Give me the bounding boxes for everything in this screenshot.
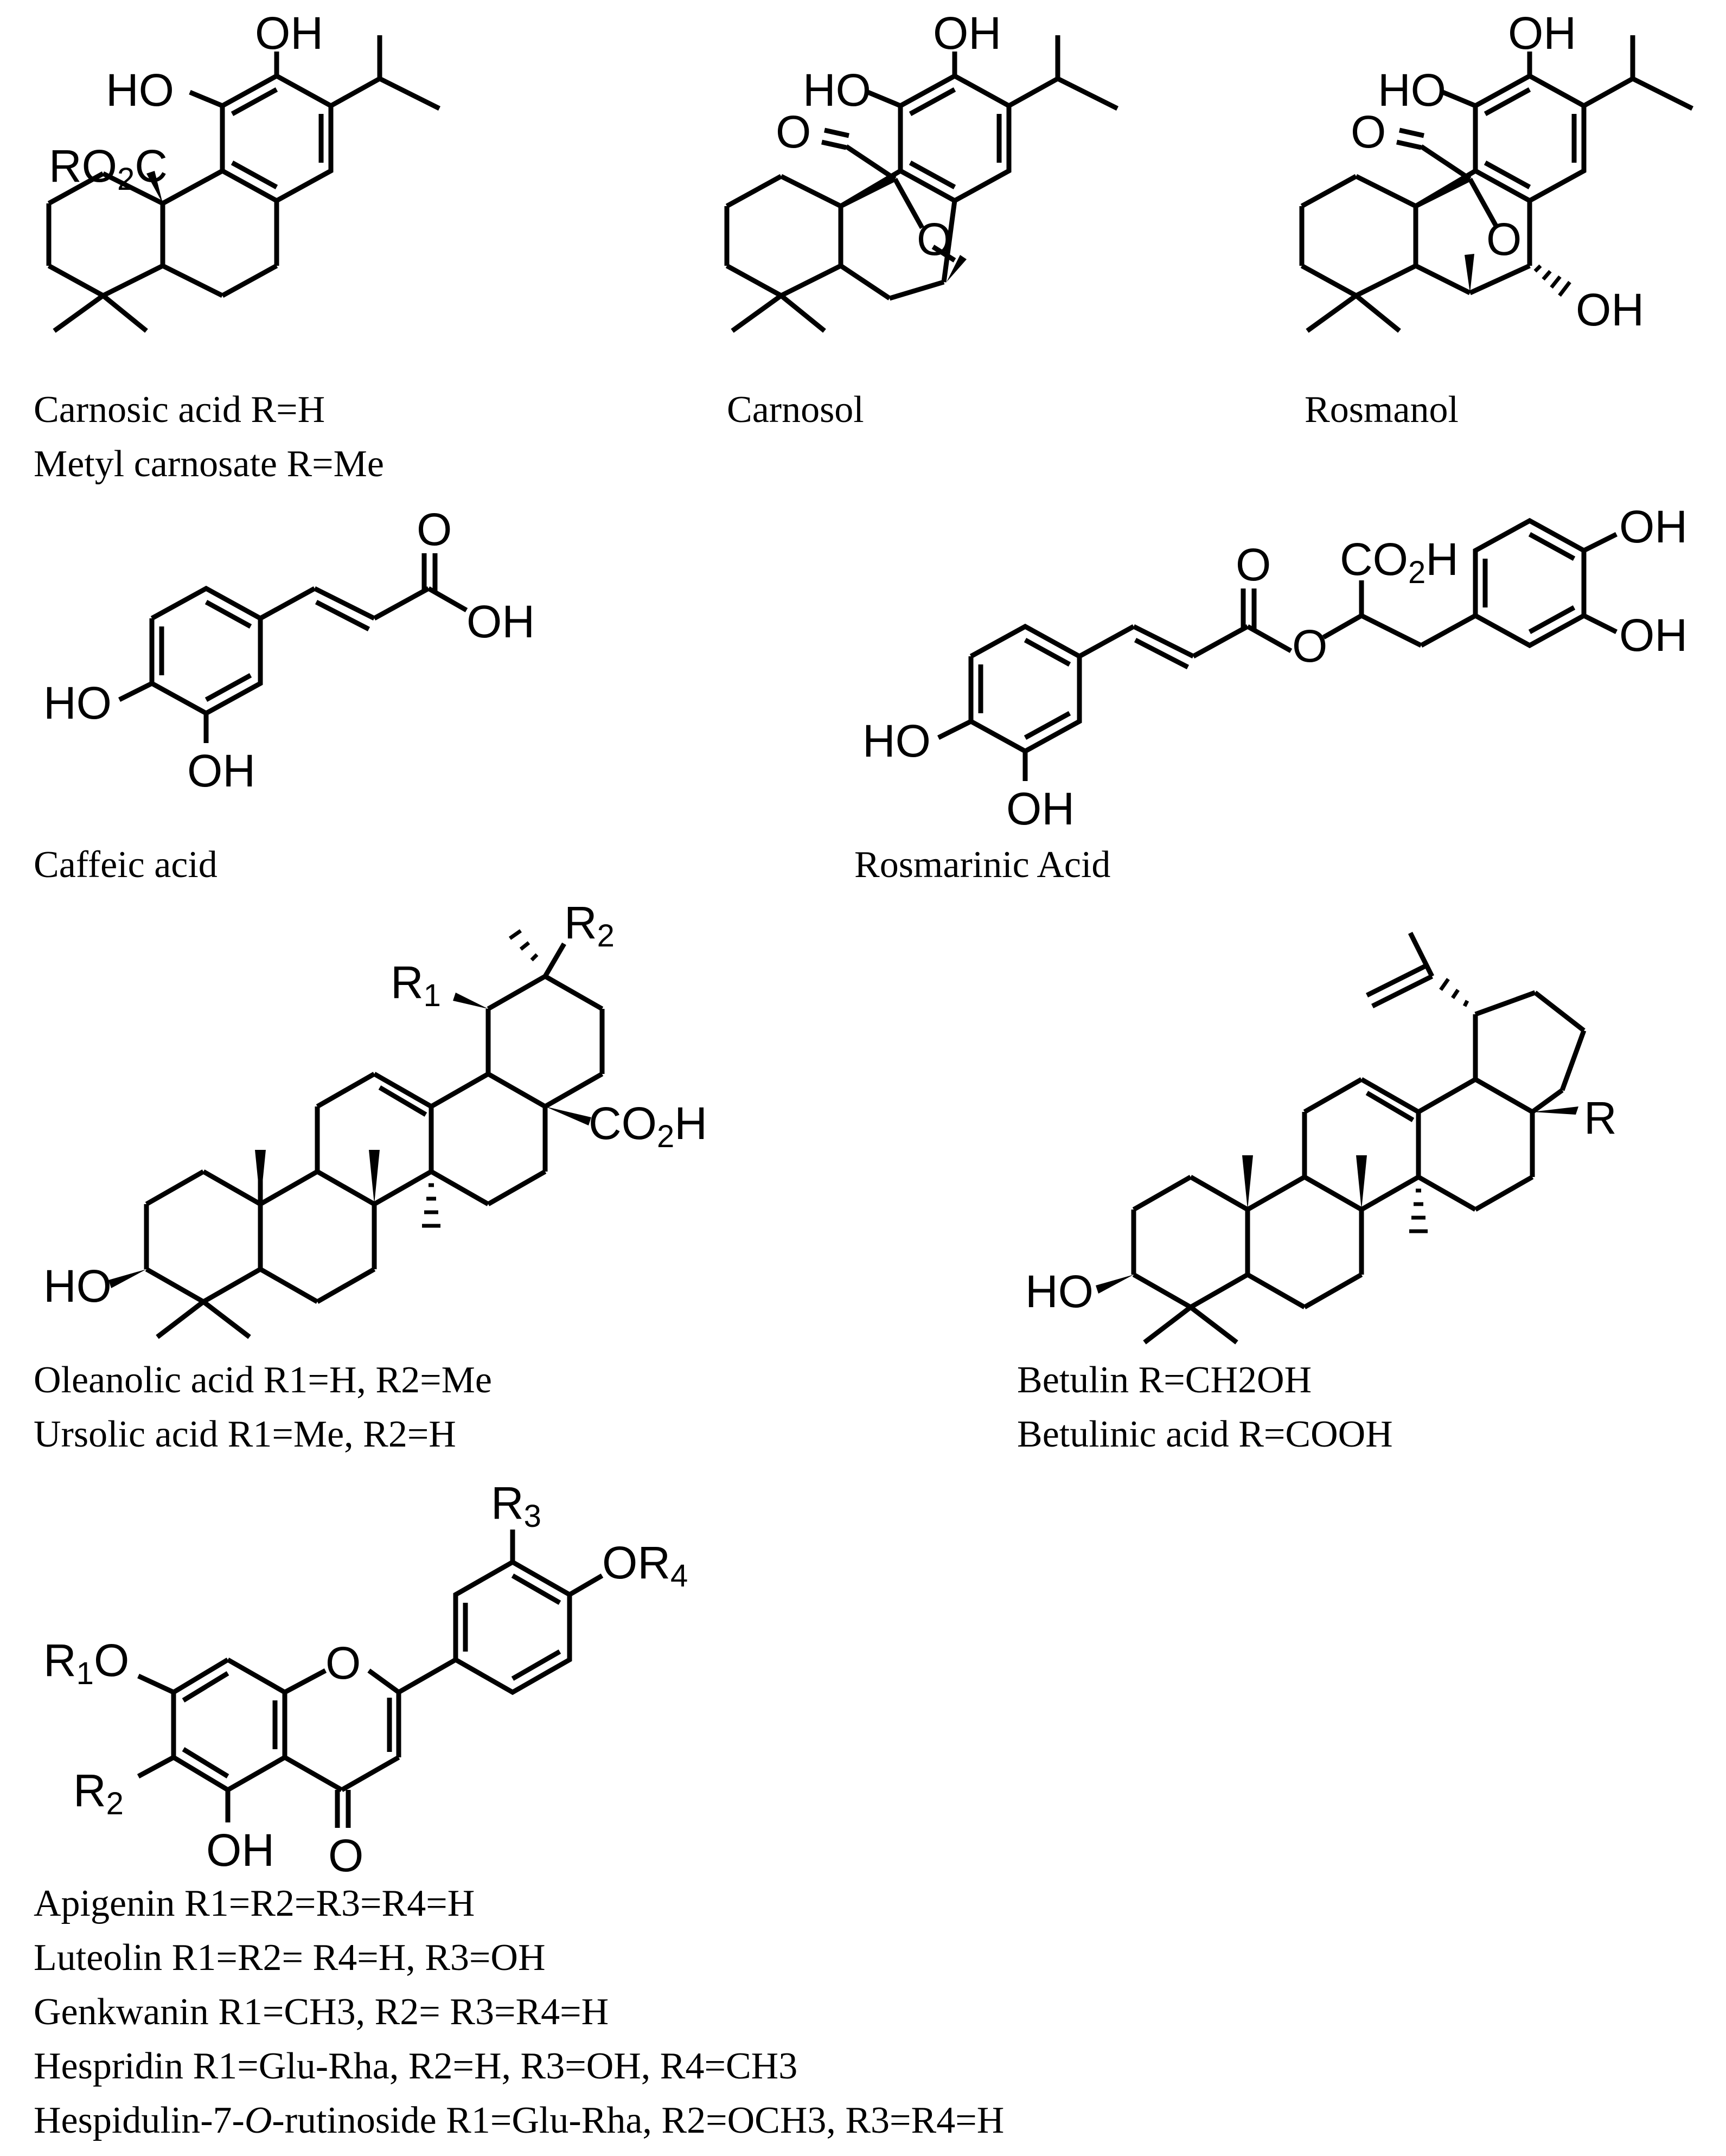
betulin-structure: [1096, 931, 1587, 1345]
betulinic-subst: R=COOH: [1238, 1413, 1393, 1455]
genkwanin-subst: R1=CH3, R2= R3=R4=H: [218, 1991, 609, 2033]
caffeic-acid-caption: Caffeic acid: [34, 844, 218, 886]
genkwanin-caption: Genkwanin R1=CH3, R2= R3=R4=H: [34, 1985, 609, 2039]
rosmanol-ring-o-label: O: [1486, 214, 1522, 265]
oleanolic-acid-structure: [108, 929, 605, 1339]
luteolin-subst: R1=R2= R4=H, R3=OH: [171, 1937, 546, 1979]
carnosic-ho-label: HO: [106, 65, 174, 116]
oleanolic-name: Oleanolic acid: [34, 1359, 254, 1401]
carnosol-oh-label: OH: [933, 8, 1001, 59]
flavone-r1o-label: R1O: [43, 1635, 129, 1691]
carnosol-ring-o-label: O: [917, 214, 952, 265]
betulinic-acid-caption: Betulinic acid R=COOH: [1017, 1408, 1393, 1462]
hispidulin-subst: R1=Glu-Rha, R2=OCH3, R3=R4=H: [446, 2100, 1005, 2141]
flavone-carbonyl-o-label: O: [328, 1830, 363, 1881]
hispidulin-name-italic: O: [244, 2100, 272, 2141]
rosmarinic-acid-structure: [937, 517, 1618, 781]
rosmarinic-oh-bottom2-label: OH: [1006, 783, 1075, 834]
ursolic-acid-caption: Ursolic acid R1=Me, R2=H: [34, 1408, 456, 1462]
carnosol-carbonyl-o-label: O: [776, 106, 811, 157]
hespridin-subst: R1=Glu-Rha, R2=H, R3=OH, R4=CH3: [193, 2045, 798, 2087]
betulin-name: Betulin: [1017, 1359, 1129, 1401]
rosmarinic-ester-o-label: O: [1292, 620, 1327, 671]
hespridin-caption: Hespridin R1=Glu-Rha, R2=H, R3=OH, R4=CH…: [34, 2039, 797, 2094]
rosmarinic-acid-caption: Rosmarinic Acid: [854, 844, 1111, 886]
hispidulin-name-suffix: -rutinoside: [272, 2100, 437, 2141]
oleanolic-acid-caption: Oleanolic acid R1=H, R2=Me: [34, 1353, 492, 1408]
flavone-oh-label: OH: [206, 1825, 274, 1876]
caffeic-oh2-label: OH: [187, 745, 255, 796]
flavone-structure: [137, 1530, 604, 1828]
oleanolic-subst: R1=H, R2=Me: [263, 1359, 492, 1401]
carnosic-ro2c-label: RO2C: [49, 140, 168, 197]
betulinic-name: Betulinic acid: [1017, 1413, 1229, 1455]
rosmanol-carbonyl-o-label: O: [1351, 106, 1386, 157]
rosmarinic-co2h-label: CO2H: [1340, 534, 1459, 590]
flavone-r2-label: R2: [73, 1765, 124, 1821]
rosmanol-ho-label: HO: [1378, 65, 1446, 116]
rosmanol-oh2-label: OH: [1576, 284, 1644, 335]
oleanolic-ho-label: HO: [43, 1261, 112, 1311]
oleanolic-co2h-label: CO2H: [589, 1098, 707, 1154]
caffeic-carbonyl-o-label: O: [417, 504, 452, 555]
apigenin-caption: Apigenin R1=R2=R3=R4=H: [34, 1877, 475, 1931]
carnosol-caption: Carnosol: [727, 389, 864, 431]
carnosic-oh-label: OH: [255, 8, 323, 59]
apigenin-subst: R1=R2=R3=R4=H: [184, 1883, 475, 1924]
rosmanol-caption: Rosmanol: [1305, 389, 1459, 431]
rosmanol-structure: [1299, 35, 1694, 333]
hispidulin-name-prefix: Hespidulin-7-: [34, 2100, 245, 2141]
caffeic-acid-structure: [118, 553, 468, 743]
luteolin-caption: Luteolin R1=R2= R4=H, R3=OH: [34, 1931, 546, 1985]
flavone-ring-o-label: O: [325, 1637, 361, 1688]
rosmarinic-oh-top-label: OH: [1619, 501, 1687, 552]
hispidulin-rutinoside-caption: Hespidulin-7-O-rutinoside R1=Glu-Rha, R2…: [34, 2094, 1004, 2148]
rosmarinic-ho-label: HO: [862, 715, 931, 766]
luteolin-name: Luteolin: [34, 1937, 163, 1979]
rosmarinic-carbonyl-o-label: O: [1236, 539, 1271, 590]
carnosic-acid-structure: [46, 35, 441, 333]
oleanolic-r2-label: R2: [564, 897, 615, 954]
carnosic-acid-caption: Carnosic acid R=H: [34, 389, 325, 431]
carnosol-structure: [724, 35, 1119, 333]
hespridin-name: Hespridin: [34, 2045, 184, 2087]
betulin-caption: Betulin R=CH2OH: [1017, 1353, 1312, 1408]
ursolic-subst: R1=Me, R2=H: [227, 1413, 456, 1455]
betulin-r-label: R: [1584, 1092, 1617, 1143]
rosmarinic-oh-bottom-label: OH: [1619, 610, 1687, 661]
caffeic-ho-label: HO: [43, 677, 112, 728]
flavone-r3-label: R3: [491, 1477, 541, 1534]
oleanolic-r1-label: R1: [391, 957, 441, 1013]
caffeic-oh-label: OH: [466, 596, 535, 647]
carnosol-ho-label: HO: [803, 65, 871, 116]
betulin-subst: R=CH2OH: [1138, 1359, 1312, 1401]
betulin-ho-label: HO: [1025, 1266, 1094, 1317]
rosmanol-oh-label: OH: [1508, 8, 1576, 59]
methyl-carnosate-caption: Metyl carnosate R=Me: [34, 443, 384, 485]
genkwanin-name: Genkwanin: [34, 1991, 209, 2033]
apigenin-name: Apigenin: [34, 1883, 175, 1924]
ursolic-name: Ursolic acid: [34, 1413, 219, 1455]
flavone-or4-label: OR4: [602, 1537, 688, 1594]
